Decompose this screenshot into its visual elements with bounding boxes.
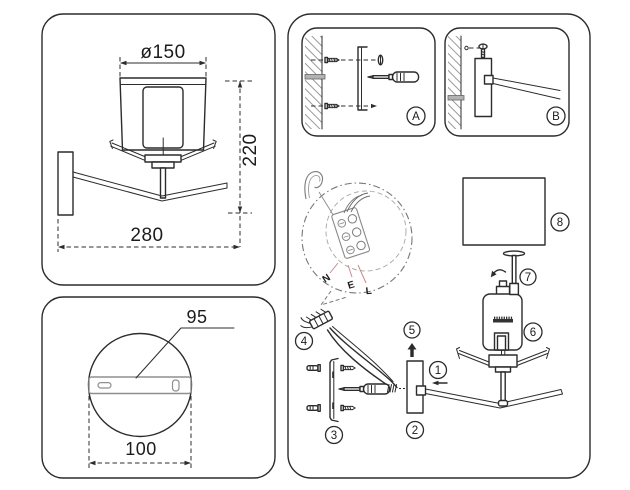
shade-holder-spider-part — [456, 347, 550, 407]
wall-wire-stub — [304, 74, 326, 80]
terminal-block — [331, 207, 371, 259]
arm-joint — [483, 74, 494, 85]
canopy-screw — [478, 43, 488, 59]
height-dimension: 220 — [225, 80, 261, 247]
height-label: 220 — [240, 133, 261, 166]
part-4-badge: 4 — [294, 331, 314, 351]
bracket-slot-right — [171, 379, 180, 392]
wire-connector — [300, 308, 333, 330]
part-7-label: 7 — [525, 272, 531, 284]
wall-plate — [57, 151, 74, 216]
part-1-badge: 1 — [428, 360, 448, 380]
mounting-bracket-part — [329, 357, 339, 423]
lampshade-part — [462, 177, 546, 246]
stem — [159, 167, 167, 199]
mounting-bracket-side — [357, 46, 368, 111]
live-label: L — [365, 286, 372, 298]
part-3-label: 3 — [331, 430, 337, 442]
callout-bubble — [301, 182, 413, 294]
rotate-arrow-icon — [492, 269, 507, 275]
step-a-panel: A — [301, 27, 436, 137]
finial-rod-part — [490, 250, 526, 296]
wall-hatch — [448, 36, 461, 129]
arm-joint — [415, 385, 427, 396]
insert-up-arrow-icon — [407, 343, 417, 357]
instructions-panel: A B — [287, 13, 591, 479]
bracket-slot-left — [97, 382, 112, 389]
step-a-label: A — [412, 111, 420, 123]
socket-housing-part — [482, 280, 523, 351]
part-5-badge: 5 — [403, 321, 421, 339]
bracket-length-label: 95 — [186, 307, 207, 327]
part-2-badge: 2 — [405, 420, 425, 440]
part-3-badge: 3 — [324, 425, 344, 445]
part-2-label: 2 — [412, 425, 418, 437]
width-label: 280 — [130, 225, 163, 246]
part-8-badge: 8 — [550, 212, 570, 232]
earth-label: E — [346, 279, 356, 292]
slide-left-arrow-icon — [432, 380, 448, 386]
part-5-label: 5 — [409, 325, 415, 337]
step-a-badge: A — [406, 106, 426, 126]
mounting-bracket-bar — [88, 376, 192, 395]
wall-anchor-icon — [306, 364, 321, 372]
wall-hatch — [305, 36, 322, 129]
wall-wire-stub — [447, 95, 465, 101]
step-b-badge: B — [546, 106, 566, 126]
step-b-panel: B — [444, 27, 570, 137]
wiring-callout: N E L — [301, 171, 413, 306]
parts-exploded: 4 3 — [294, 177, 570, 445]
canopy-plate — [474, 57, 493, 118]
diameter-dimension: ø150 — [119, 42, 207, 79]
plate-diameter-dimension: 100 — [88, 396, 192, 468]
lamp-side-view — [57, 77, 228, 216]
step-b-label: B — [552, 111, 560, 123]
terminal-wires — [343, 192, 371, 214]
shade-diameter-label: ø150 — [140, 42, 185, 63]
plate-diameter-label: 100 — [125, 439, 157, 459]
part-1-label: 1 — [435, 365, 441, 377]
width-dimension: 280 — [57, 219, 240, 252]
shade-holder-spider — [109, 139, 217, 199]
stripped-wire-ends — [387, 384, 406, 393]
plate-panel: 95 100 — [41, 296, 276, 479]
part-4-label: 4 — [301, 336, 308, 348]
overview-panel: ø150 — [41, 13, 276, 286]
connector-cable — [326, 326, 398, 389]
lamp-arm — [72, 171, 228, 202]
part-6-badge: 6 — [523, 322, 543, 342]
part-8-label: 8 — [557, 217, 563, 229]
lamp-arm — [492, 77, 561, 100]
bracket-length-dimension: 95 — [135, 307, 235, 379]
screw-side-view — [377, 54, 384, 66]
wall-anchor-icon — [306, 404, 321, 412]
part-7-badge: 7 — [519, 268, 537, 286]
part-6-label: 6 — [530, 327, 536, 339]
